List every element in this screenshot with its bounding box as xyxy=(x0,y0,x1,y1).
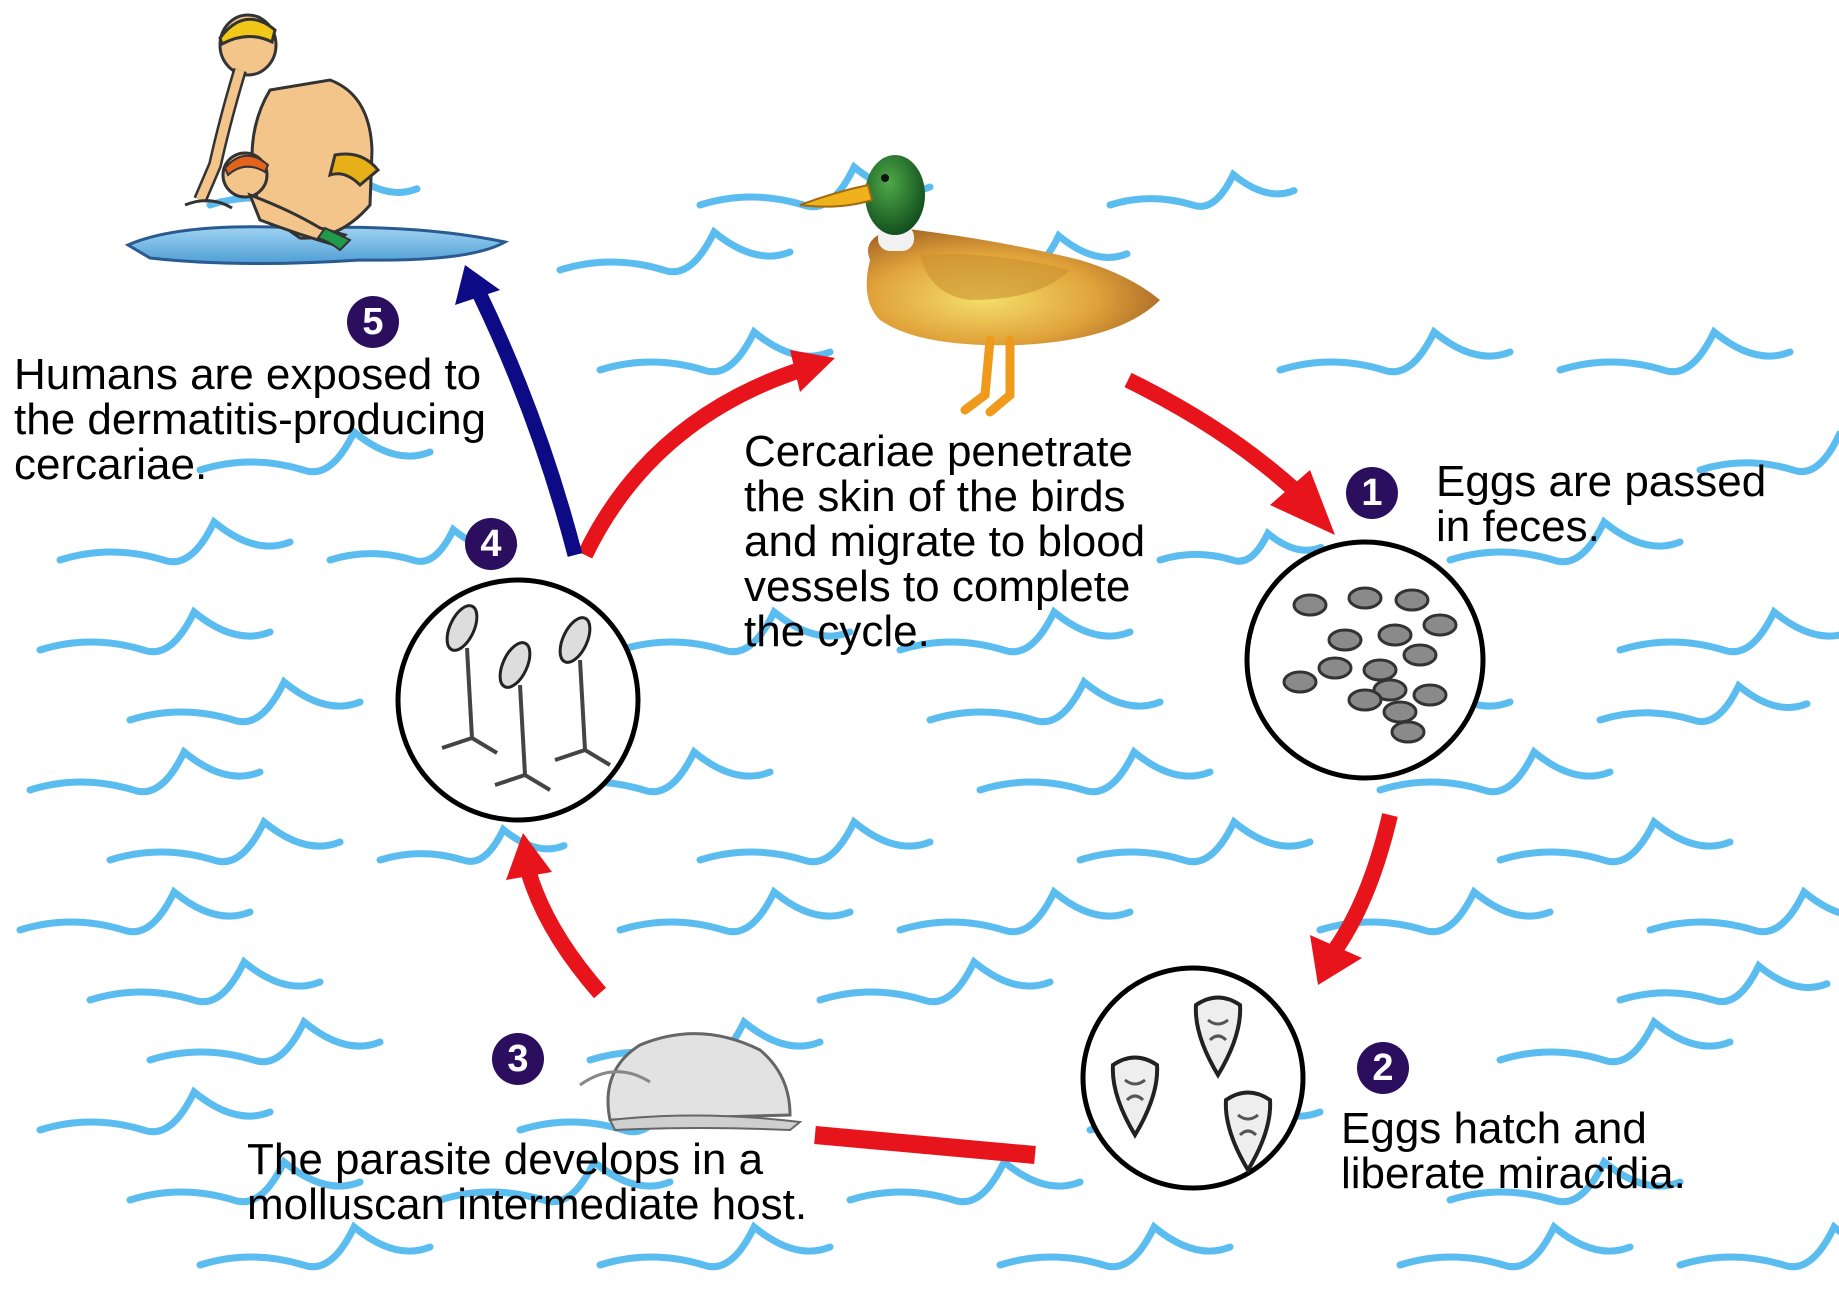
snail-shell xyxy=(608,1034,790,1120)
egg xyxy=(1349,588,1381,608)
egg xyxy=(1349,690,1381,710)
arrow-snail-to-cercariae xyxy=(528,870,600,993)
step-5-label: Humans are exposed to the dermatitis-pro… xyxy=(14,352,486,487)
step-4-label: Cercariae penetrate the skin of the bird… xyxy=(744,429,1145,654)
wave xyxy=(560,232,790,272)
duck-bill xyxy=(800,185,872,207)
eggs-circle-outline xyxy=(1247,542,1483,778)
wave xyxy=(820,962,1050,1002)
wave xyxy=(930,682,1160,722)
duck-eye xyxy=(881,174,889,182)
egg xyxy=(1284,672,1316,692)
wave xyxy=(1680,1227,1839,1267)
step-2-label: Eggs hatch and liberate miracidia. xyxy=(1341,1106,1686,1196)
arrow-cercariae-to-humans xyxy=(480,295,575,555)
egg xyxy=(1392,722,1424,742)
duck-head xyxy=(865,155,925,235)
wave xyxy=(1600,686,1807,722)
step-2-badge: 2 xyxy=(1357,1042,1409,1094)
arrow-miracidia-to-snail xyxy=(815,1135,1035,1155)
egg xyxy=(1294,595,1326,615)
wave xyxy=(1620,612,1839,652)
wave xyxy=(130,682,360,722)
egg xyxy=(1329,630,1361,650)
step-5-badge: 5 xyxy=(347,296,399,348)
step-3-badge: 3 xyxy=(492,1033,544,1085)
wave xyxy=(850,1162,1080,1202)
wave xyxy=(900,892,1130,932)
swimmers-illustration xyxy=(128,15,505,264)
wave xyxy=(1650,892,1839,932)
wave xyxy=(1500,822,1730,862)
egg xyxy=(1396,590,1428,610)
egg xyxy=(1414,685,1446,705)
arrow-eggs-to-miracidia xyxy=(1335,815,1390,950)
snail-illustration xyxy=(580,1034,800,1130)
egg xyxy=(1404,645,1436,665)
wave xyxy=(40,1092,270,1132)
step-1-label: Eggs are passed in feces. xyxy=(1436,459,1766,549)
wave xyxy=(620,892,850,932)
egg xyxy=(1319,658,1351,678)
wave xyxy=(1620,966,1827,1002)
wave xyxy=(110,822,340,862)
cercariae-circle xyxy=(398,580,638,820)
duck-legs xyxy=(965,340,1010,412)
wave xyxy=(1400,1227,1630,1267)
wave xyxy=(1000,1227,1230,1267)
wave xyxy=(600,1227,830,1267)
wave xyxy=(1080,822,1310,862)
egg xyxy=(1384,702,1416,722)
wave xyxy=(200,1227,430,1267)
wave xyxy=(60,522,290,562)
egg xyxy=(1364,660,1396,680)
duck-illustration xyxy=(800,155,1160,412)
step-3-label: The parasite develops in a molluscan int… xyxy=(247,1137,807,1227)
wave xyxy=(1160,533,1321,561)
arrow-duck-to-eggs xyxy=(1128,380,1300,495)
wave xyxy=(1110,175,1294,207)
wave xyxy=(1280,332,1510,372)
wave xyxy=(980,752,1210,792)
miracidia-circle xyxy=(1083,968,1303,1188)
wave xyxy=(1560,332,1790,372)
eggs-circle xyxy=(1247,542,1483,778)
step-1-badge: 1 xyxy=(1346,467,1398,519)
wave xyxy=(20,892,250,932)
wave xyxy=(30,752,260,792)
egg xyxy=(1379,625,1411,645)
egg xyxy=(1424,615,1456,635)
wave xyxy=(700,822,930,862)
wave xyxy=(150,1022,380,1062)
snail-foot xyxy=(610,1115,800,1130)
step-4-badge: 4 xyxy=(465,518,517,570)
wave xyxy=(90,962,320,1002)
wave xyxy=(1500,1022,1730,1062)
cercariae-circle-outline xyxy=(398,580,638,820)
wave xyxy=(40,612,270,652)
